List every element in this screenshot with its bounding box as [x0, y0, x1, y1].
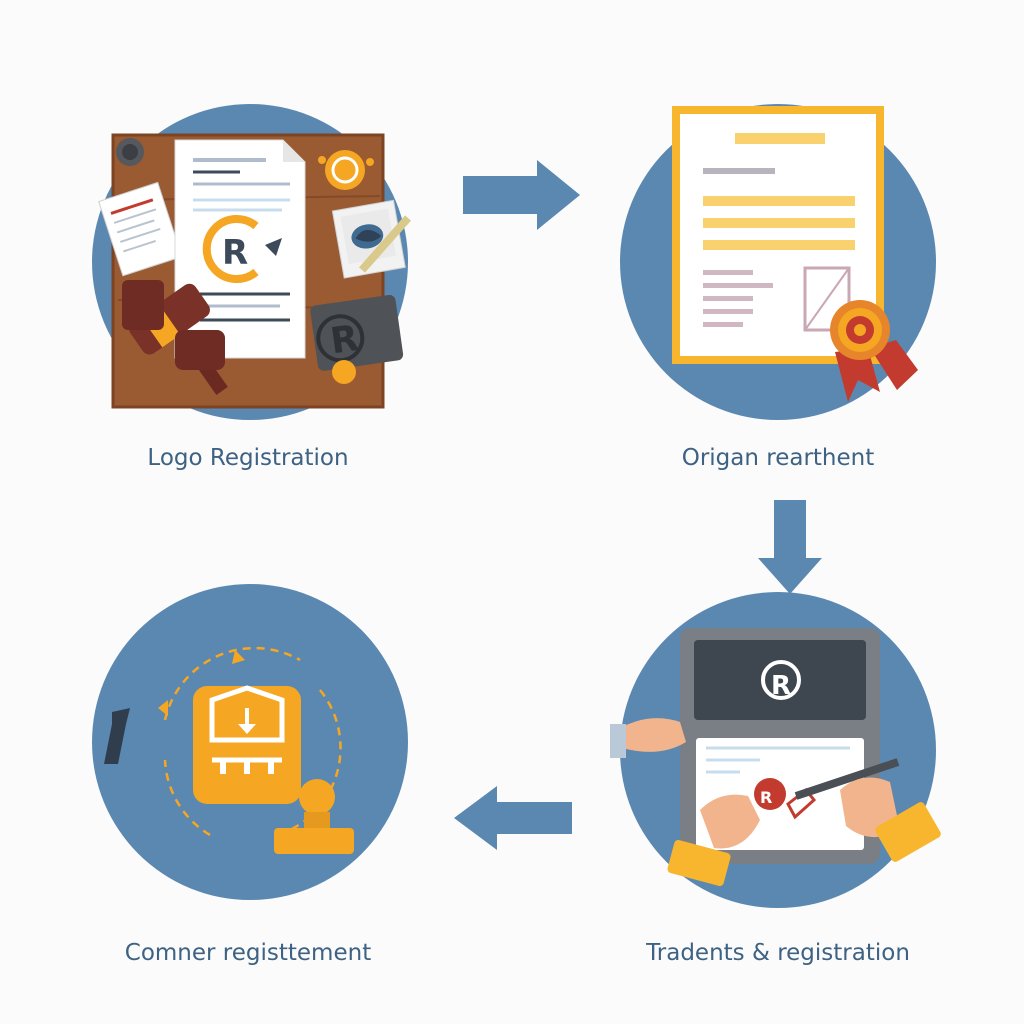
- svg-text:R: R: [771, 671, 791, 701]
- svg-text:R: R: [222, 233, 248, 273]
- step-stamp-illustration: [92, 584, 408, 900]
- arrow-right: [463, 160, 580, 230]
- step-label-tradents-registration: Tradents & registration: [646, 940, 910, 966]
- logo-document-desk-icon: R: [98, 133, 411, 409]
- step-label-comner-registtement: Comner registtement: [124, 940, 372, 966]
- svg-text:R: R: [760, 788, 772, 807]
- arrow-left: [454, 786, 572, 850]
- step-label-origan-rearthent: Origan rearthent: [681, 445, 875, 471]
- step-label-logo-registration: Logo Registration: [147, 445, 349, 471]
- step-logo-registration-illustration: R: [92, 104, 411, 420]
- arrow-down: [758, 500, 822, 594]
- step-tablet-signing-illustration: R R: [610, 592, 941, 908]
- stamp-emblem-icon: [104, 646, 354, 854]
- step-certificate-illustration: [620, 104, 936, 420]
- tablet-signing-icon: R R: [610, 628, 941, 887]
- certificate-icon: [672, 106, 918, 402]
